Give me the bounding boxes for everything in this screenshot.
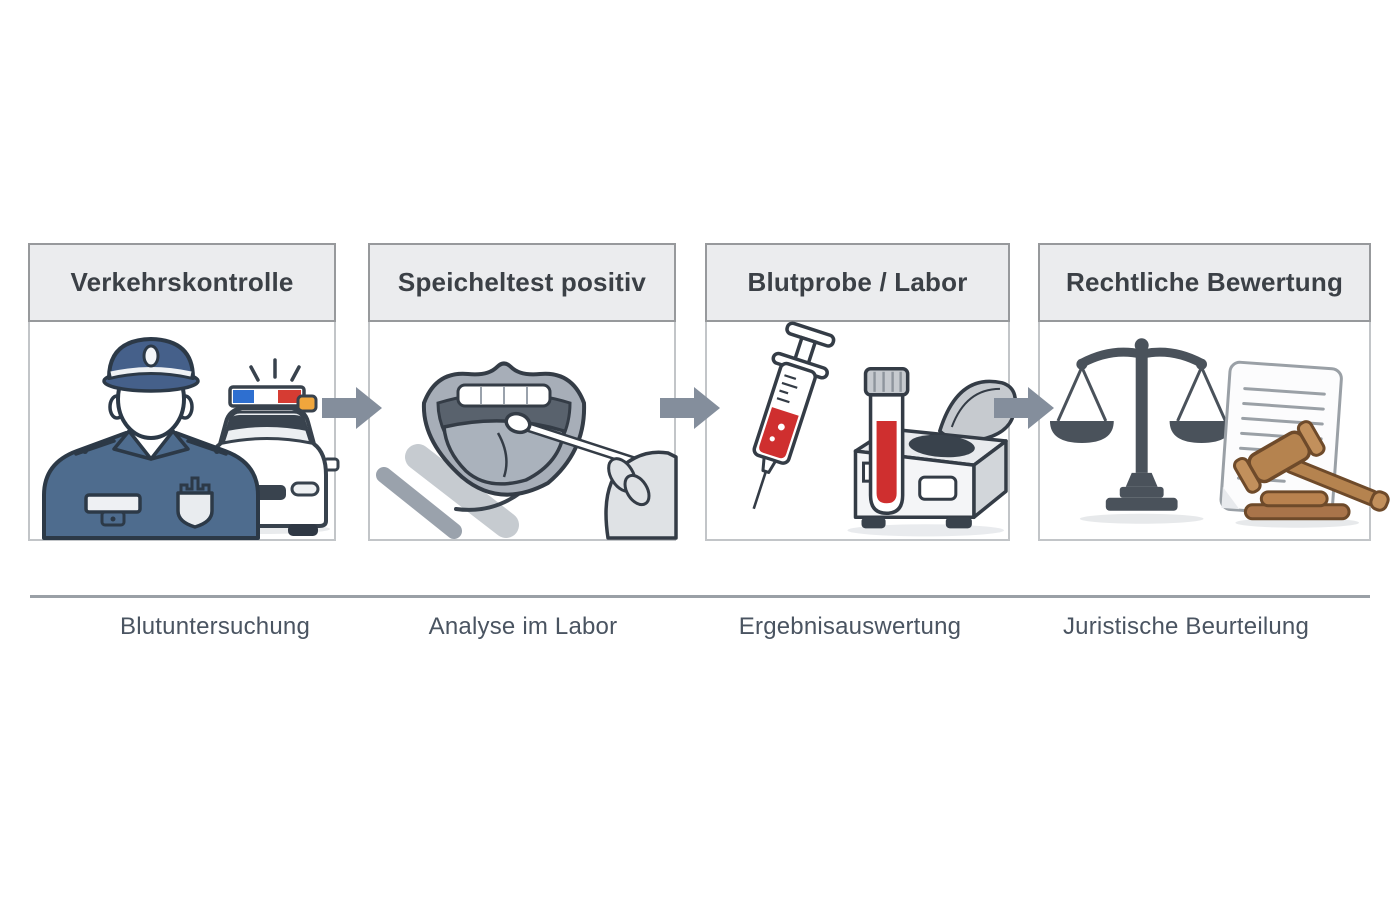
flow-arrow-icon: [322, 384, 382, 432]
police-officer-icon: [42, 337, 260, 540]
gavel-icon: [1233, 420, 1390, 528]
traffic-stop-illustration: [42, 337, 340, 540]
blood-tube-icon: [863, 367, 910, 516]
step-illustration: [1038, 322, 1390, 541]
step-caption: Ergebnisauswertung: [738, 613, 962, 640]
step-title: Blutprobe / Labor: [705, 243, 1010, 322]
blood-lab-illustration: [752, 321, 1018, 537]
saliva-test-illustration: [376, 361, 678, 540]
legal-illustration: [1049, 338, 1390, 528]
step-illustration: [368, 322, 678, 541]
step-title: Speicheltest positiv: [368, 243, 676, 322]
step-caption: Analyse im Labor: [428, 613, 618, 640]
step-panel-blutprobe-labor: Blutprobe / Labor: [705, 243, 1018, 541]
hand-icon: [604, 450, 678, 540]
step-caption: Juristische Beurteilung: [1062, 613, 1310, 640]
step-caption: Blutuntersuchung: [120, 613, 310, 640]
step-panel-verkehrskontrolle: Verkehrskontrolle: [28, 243, 340, 541]
step-panel-speicheltest: Speicheltest positiv: [368, 243, 678, 541]
mouth-swab-icon: [421, 361, 675, 497]
step-illustration: [28, 322, 340, 541]
step-illustration: [705, 321, 1018, 541]
flow-arrow-icon: [994, 384, 1054, 432]
scales-of-justice-icon: [1049, 338, 1234, 524]
flow-arrow-icon: [660, 384, 720, 432]
step-panel-rechtliche-bewertung: Rechtliche Bewertung: [1038, 243, 1390, 541]
step-title: Verkehrskontrolle: [28, 243, 336, 322]
syringe-icon: [752, 321, 836, 510]
caption-divider-line: [30, 595, 1370, 598]
step-title: Rechtliche Bewertung: [1038, 243, 1371, 322]
